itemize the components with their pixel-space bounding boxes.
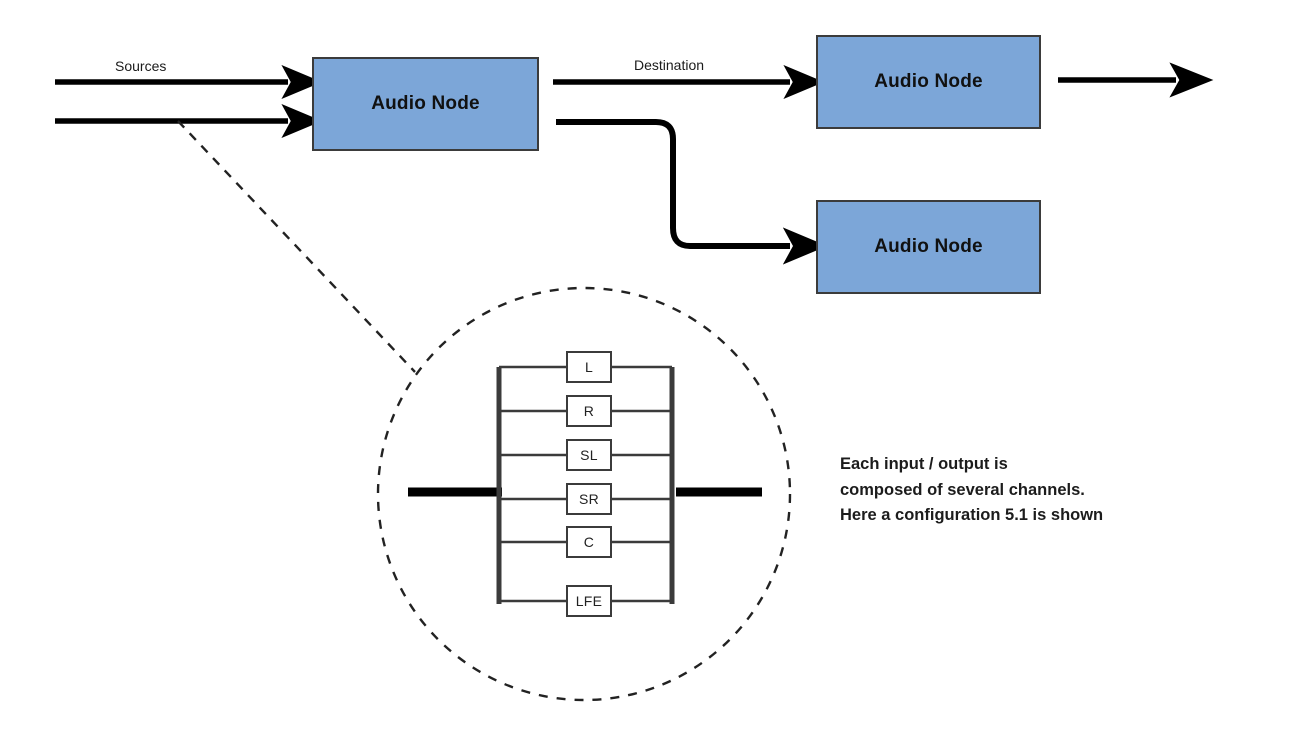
- channel-box-c[interactable]: C: [566, 526, 612, 558]
- channel-box-r[interactable]: R: [566, 395, 612, 427]
- elbow-connector: [556, 119, 828, 265]
- audio-node-input-label: Audio Node: [371, 93, 480, 114]
- channel-box-sr[interactable]: SR: [566, 483, 612, 515]
- channel-box-l[interactable]: L: [566, 351, 612, 383]
- channel-label-l: L: [584, 359, 594, 375]
- audio-node-output-top-label: Audio Node: [874, 71, 983, 92]
- channel-box-sl[interactable]: SL: [566, 439, 612, 471]
- channel-label-sr: SR: [578, 491, 600, 507]
- channel-rails: [499, 365, 672, 603]
- audio-node-output-top[interactable]: Audio Node: [816, 35, 1041, 129]
- destination-label: Destination: [634, 57, 705, 73]
- callout-caption: Each input / output is composed of sever…: [840, 455, 1104, 525]
- channel-label-c: C: [583, 534, 595, 550]
- audio-node-input[interactable]: Audio Node: [312, 57, 539, 151]
- callout-circle: [376, 286, 792, 702]
- callout-leader-line: [177, 120, 416, 373]
- channel-label-r: R: [583, 403, 595, 419]
- channel-label-sl: SL: [580, 447, 598, 463]
- channel-box-lfe[interactable]: LFE: [566, 585, 612, 617]
- sources-label: Sources: [115, 58, 167, 74]
- audio-node-output-bottom-label: Audio Node: [874, 236, 983, 257]
- audio-node-output-bottom[interactable]: Audio Node: [816, 200, 1041, 294]
- channel-label-lfe: LFE: [575, 593, 603, 609]
